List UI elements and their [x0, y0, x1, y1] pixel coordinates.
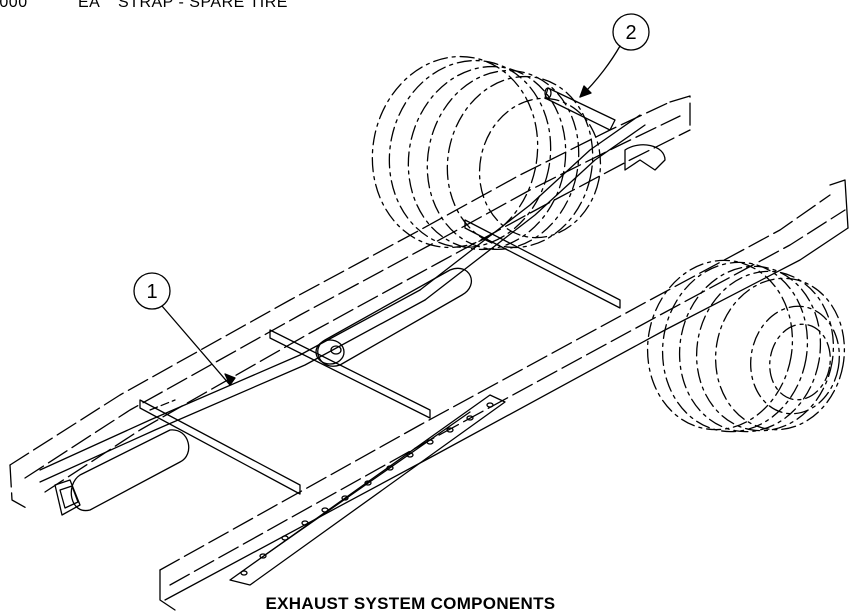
cross-members	[139, 219, 621, 495]
unit-of-measure: EA	[78, 0, 101, 11]
front-tire	[646, 259, 846, 433]
figure-caption: EXHAUST SYSTEM COMPONENTS	[265, 594, 556, 613]
exhaust-pipe	[39, 114, 666, 483]
callout-1	[133, 272, 236, 386]
rear-tire	[371, 55, 602, 251]
tailpipe	[544, 87, 616, 131]
callout-2-label: 2	[625, 22, 636, 44]
callout-1-label: 1	[146, 281, 157, 303]
part-number: 5000	[0, 0, 28, 11]
muffler	[315, 267, 472, 367]
catalytic-converter	[54, 429, 190, 516]
left-frame-rail	[9, 95, 691, 511]
frame-rail-holes	[240, 402, 494, 576]
callout-2	[579, 13, 650, 98]
parts-list-row: 5000 EA STRAP - SPARE TIRE	[0, 0, 288, 12]
part-description: STRAP - SPARE TIRE	[118, 0, 288, 11]
right-frame-rail	[159, 179, 849, 611]
